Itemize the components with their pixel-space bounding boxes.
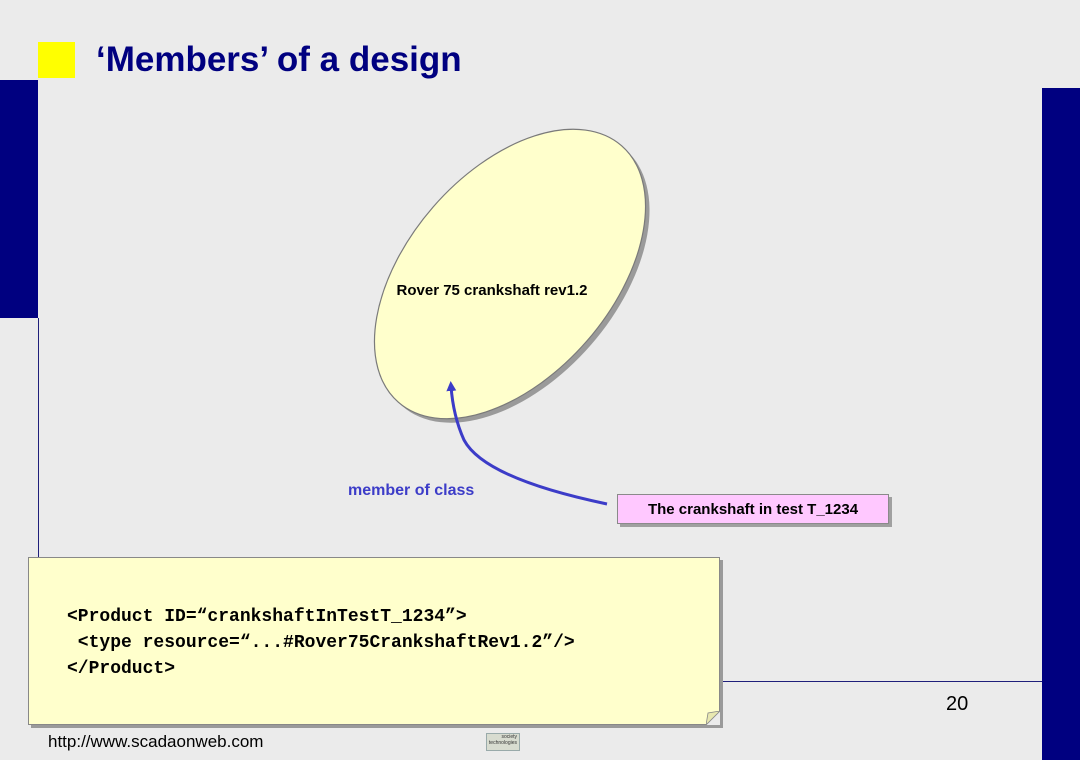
folded-corner-icon (706, 711, 720, 725)
relation-label: member of class (348, 482, 475, 499)
code-note: <Product ID=“crankshaftInTestT_1234”> <t… (28, 557, 720, 725)
left-rule-line (38, 318, 39, 718)
code-line-3: </Product> (67, 659, 176, 679)
footer-rule-line (700, 681, 1042, 682)
code-line-2: <type resource=“...#Rover75CrankshaftRev… (67, 633, 575, 653)
code-line-1: <Product ID=“crankshaftInTestT_1234”> (67, 607, 467, 627)
page-number: 20 (946, 693, 969, 715)
left-navy-bar (0, 80, 38, 318)
instance-node-label: The crankshaft in test T_1234 (647, 500, 859, 518)
class-node-label: Rover 75 crankshaft rev1.2 (396, 282, 588, 299)
slide-title: ‘Members’ of a design (96, 40, 462, 79)
society-technologies-logo-icon: society technologies (486, 733, 520, 751)
instance-node-box[interactable]: The crankshaft in test T_1234 (617, 494, 889, 524)
footer-url[interactable]: http://www.scadaonweb.com (48, 732, 264, 751)
member-of-class-arrow (446, 381, 608, 506)
logo-line-1: society (501, 734, 517, 740)
title-bullet-square (38, 42, 75, 78)
right-navy-bar (1042, 88, 1080, 760)
class-node-ellipse[interactable] (321, 79, 698, 469)
logo-line-2: technologies (488, 740, 517, 746)
